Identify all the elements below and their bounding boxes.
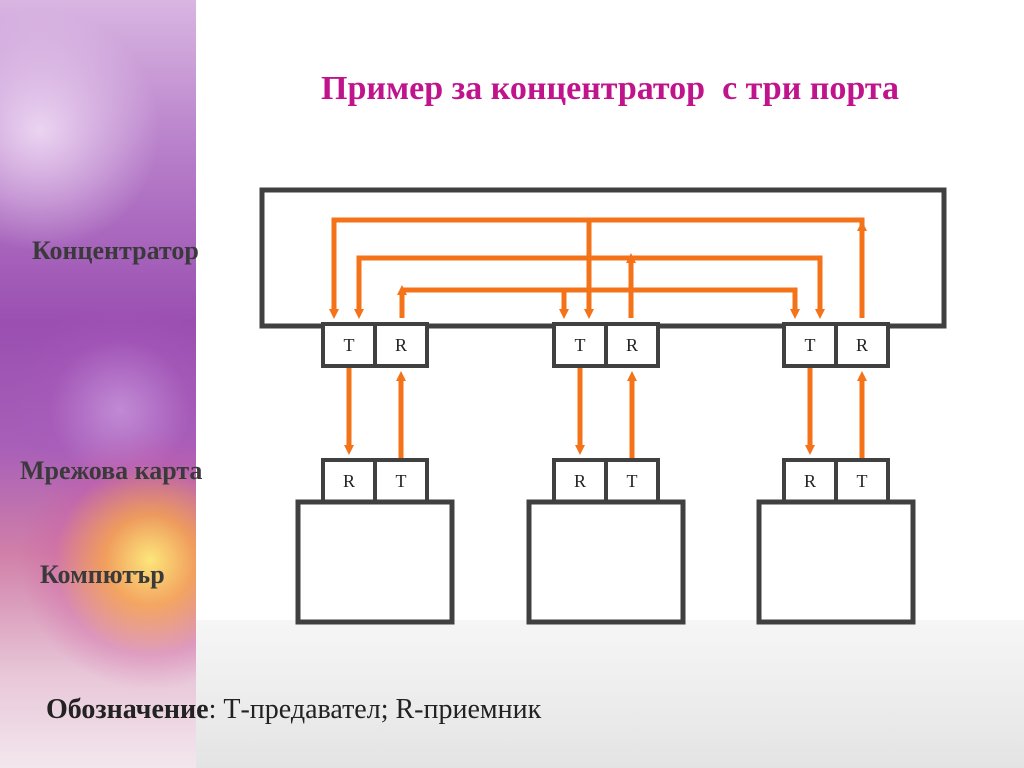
legend-text: Т-предавател; R-приемник <box>223 694 542 725</box>
hub-port-1-r-cell <box>373 322 429 368</box>
hub-port-2-t: T <box>575 335 586 355</box>
hub-port-1-r: R <box>395 335 407 355</box>
hub-port-2-r: R <box>626 335 638 355</box>
network-card-label: Мрежова карта <box>20 456 203 485</box>
computer-2-box <box>526 499 686 625</box>
hub-port-3-t: T <box>805 335 816 355</box>
legend-term: Обозначение <box>46 694 209 725</box>
wire-middle-left <box>354 255 631 319</box>
nic-1-t: T <box>396 471 407 491</box>
hub-internal-wiring <box>329 217 867 319</box>
hub-port-3-r: R <box>856 335 868 355</box>
wire-inner <box>402 287 800 319</box>
hub-port-2-t-cell <box>552 322 608 368</box>
decorative-background <box>0 0 196 768</box>
computer-label: Компютър <box>40 560 165 589</box>
port-3: T R R T <box>756 322 916 625</box>
hub-port-3-r-cell <box>834 322 890 368</box>
bottom-band <box>196 620 1024 768</box>
nic-2-t: T <box>627 471 638 491</box>
hub-port-1-t-cell <box>321 322 377 368</box>
wire-middle-right <box>631 255 825 319</box>
nic-2-r: R <box>574 471 586 491</box>
hub-port-1-t: T <box>344 335 355 355</box>
hub-port-3-t-cell <box>782 322 838 368</box>
hub-label: Концентратор <box>32 236 199 265</box>
computer-1-box <box>295 499 455 625</box>
nic-3-t: T <box>857 471 868 491</box>
computer-3-box <box>756 499 916 625</box>
nic-1-r: R <box>343 471 355 491</box>
slide-title: Пример за концентратор с три порта <box>321 70 899 107</box>
port-1: T R R T <box>295 322 455 625</box>
nic-3-r: R <box>804 471 816 491</box>
legend: Обозначение: Т-предавател; R-приемник <box>46 694 541 726</box>
legend-separator: : <box>208 694 224 725</box>
port-2: T R R T <box>526 322 686 625</box>
hub-port-2-r-cell <box>604 322 660 368</box>
